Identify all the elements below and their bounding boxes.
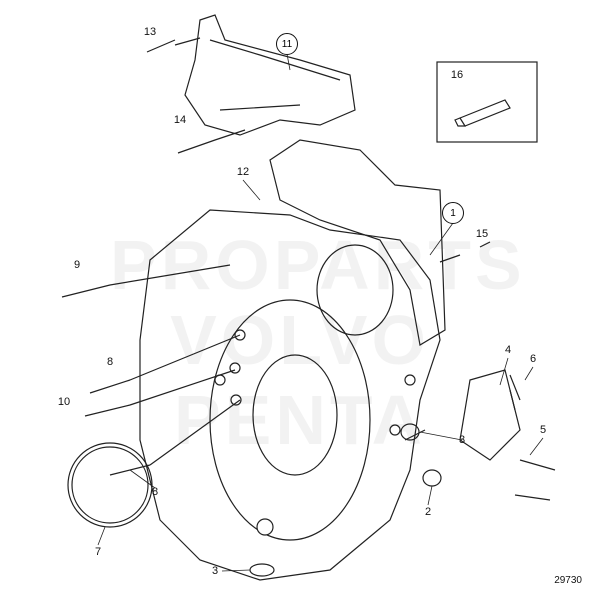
drawing-reference-number: 29730: [554, 575, 582, 586]
callout-13[interactable]: 13: [143, 26, 157, 38]
callout-3[interactable]: 3: [458, 434, 466, 446]
sealant-tube-icon: [454, 99, 511, 127]
flywheel-bore: [209, 299, 371, 541]
gasket-plate: [269, 139, 446, 346]
sealant-box: [436, 61, 538, 143]
callout-11[interactable]: 11: [276, 33, 298, 55]
callout-14[interactable]: 14: [173, 114, 187, 126]
callout-2[interactable]: 2: [424, 506, 432, 518]
bracket-plate: [459, 369, 521, 461]
callout-8[interactable]: 8: [106, 356, 114, 368]
plug: [422, 469, 442, 487]
callout-7[interactable]: 7: [94, 546, 102, 558]
callout-4[interactable]: 4: [504, 344, 512, 356]
callout-12[interactable]: 12: [236, 166, 250, 178]
gear-opening: [316, 244, 394, 336]
o-ring: [67, 442, 153, 528]
callout-10[interactable]: 10: [57, 396, 71, 408]
callout-5[interactable]: 5: [539, 424, 547, 436]
watermark-line-1: PROPARTS: [110, 226, 526, 304]
callout-1[interactable]: 1: [442, 202, 464, 224]
watermark-line-2: VOLVO PENTA: [170, 301, 430, 459]
callout-6[interactable]: 6: [529, 353, 537, 365]
cover-bracket: [184, 14, 356, 136]
seal-ring-upper: [400, 423, 420, 441]
bolts: [61, 37, 556, 501]
callout-3-lower[interactable]: 3: [211, 565, 219, 577]
callout-9[interactable]: 9: [73, 259, 81, 271]
callout-16[interactable]: 16: [450, 69, 464, 81]
seal-ring-lower: [249, 563, 275, 577]
flywheel-housing: [139, 209, 441, 581]
callout-8-lower[interactable]: 8: [151, 486, 159, 498]
callout-15[interactable]: 15: [475, 228, 489, 240]
